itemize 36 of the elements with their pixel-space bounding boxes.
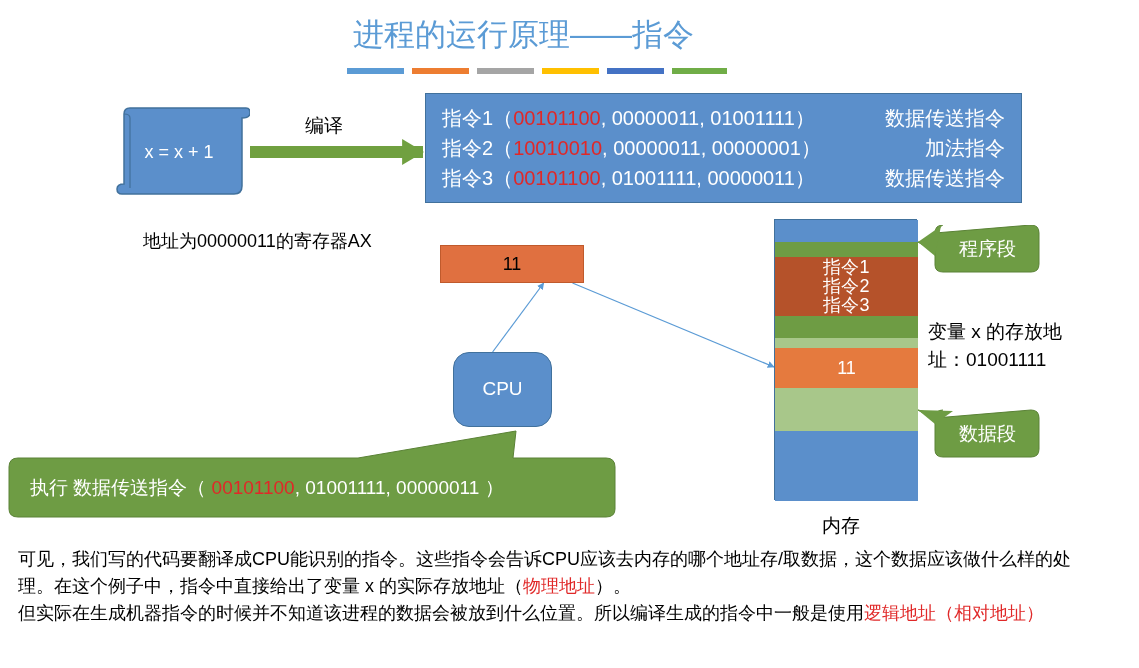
arrow (571, 282, 775, 368)
memory-segment (775, 348, 918, 388)
instruction-code: 指令2（10010010, 00000011, 00000001） (442, 136, 822, 161)
annotation-text: 变量 x 的存放地址：01001111 (928, 320, 1064, 372)
segment-label: 指令1 (823, 258, 870, 277)
arrow (492, 282, 545, 353)
callout-text: 数据段 (959, 421, 1016, 446)
memory-segment (775, 388, 918, 431)
segment-label: 指令3 (823, 296, 870, 315)
cpu-box (453, 352, 552, 427)
explanation-paragraph: 但实际在生成机器指令的时候并不知道该进程的数据会被放到什么位置。所以编译生成的指令中一般是使用逻辑地址（相对地址） (18, 602, 1045, 625)
callout-text: 程序段 (959, 236, 1016, 261)
block-arrow (250, 141, 425, 163)
segment-label: 11 (837, 358, 856, 378)
memory-segment (775, 220, 918, 242)
title: 进程的运行原理——指令 (353, 16, 694, 54)
memory-column (774, 219, 917, 500)
register-value: 11 (502, 252, 522, 276)
instruction-type: 数据传送指令 (885, 106, 1005, 131)
memory-caption: 内存 (822, 514, 860, 538)
instruction-code: 指令3（00101100, 01001111, 00000011） (442, 166, 816, 191)
memory-segment (775, 338, 918, 348)
memory-segment (775, 316, 918, 338)
code-text: x = x + 1 (144, 140, 214, 164)
segment-label: 指令2 (823, 277, 870, 296)
register-caption: 地址为00000011的寄存器AX (143, 230, 372, 253)
instruction-box (425, 93, 1022, 203)
memory-segment (775, 431, 918, 501)
instruction-type: 加法指令 (924, 136, 1005, 161)
memory-segment (775, 257, 918, 316)
register-box (440, 245, 584, 283)
instruction-code: 指令1（00101100, 00000011, 01001111） (442, 106, 816, 131)
callout-text: 执行 数据传送指令（ 00101100, 01001111, 00000011 ） (30, 475, 504, 500)
instruction-type: 数据传送指令 (885, 166, 1005, 191)
cpu-label: CPU (482, 377, 523, 402)
explanation-paragraph: 可见，我们写的代码要翻译成CPU能识别的指令。这些指令会告诉CPU应该去内存的哪个地址存/取数据，这个数据应该做什么样的处理。在这个例子中，指令中直接给出了变量 x 的实际存放地址（物理地址）。 (18, 548, 1072, 598)
